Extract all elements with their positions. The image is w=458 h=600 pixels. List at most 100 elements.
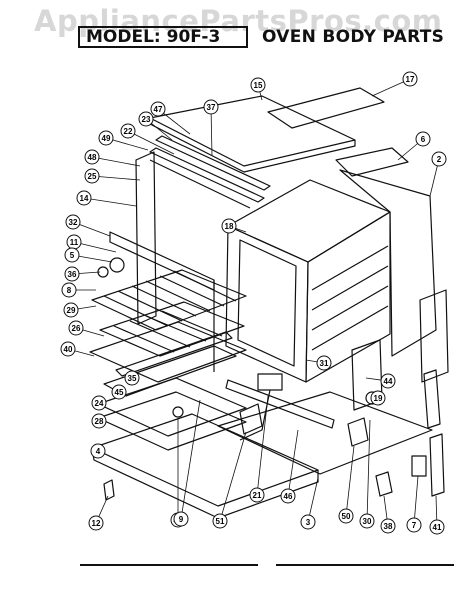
rear-rail: [225, 379, 335, 429]
callout-number: 46: [284, 492, 293, 501]
callout-number: 31: [320, 359, 329, 368]
broiler-pan-insert: [97, 391, 247, 451]
front-frame: [109, 231, 215, 291]
callout-number: 12: [92, 519, 101, 528]
callout-50: 50: [338, 445, 355, 524]
callout-23: 23: [138, 111, 173, 141]
callout-22: 22: [120, 123, 175, 155]
callout-48: 48: [84, 149, 141, 167]
callout-number: 14: [80, 194, 89, 203]
footer-rule-right: [276, 564, 454, 566]
callout-number: 30: [363, 517, 372, 526]
callout-bubble: [250, 77, 266, 93]
callout-45: 45: [111, 384, 127, 400]
callout-bubble: [91, 413, 107, 429]
callout-number: 22: [124, 127, 133, 136]
callout-bubble: [64, 247, 80, 263]
cavity-rib-3: [311, 285, 389, 331]
callout-49: 49: [98, 130, 149, 151]
trim-strip-lower: [149, 147, 265, 203]
callout-19: 19: [370, 390, 386, 406]
callout-leader: [413, 475, 419, 526]
callout-number: 35: [128, 374, 137, 383]
callout-46: 46: [280, 429, 299, 504]
callout-number: 21: [253, 491, 262, 500]
callout-21: 21: [249, 395, 269, 503]
callout-number: 5: [70, 251, 75, 260]
oven-cavity-side: [305, 211, 391, 383]
callout-32: 32: [65, 214, 111, 237]
callout-31: 31: [305, 355, 332, 371]
callout-number: 15: [254, 81, 263, 90]
callout-bubble: [150, 101, 166, 117]
callout-4: 4: [90, 443, 106, 459]
callout-bubble: [90, 443, 106, 459]
callout-number: 40: [64, 345, 73, 354]
model-label: MODEL: 90F-3: [86, 27, 221, 47]
callout-bubble: [359, 513, 375, 529]
callout-24: 24: [91, 395, 107, 411]
callout-number: 45: [115, 388, 124, 397]
callout-number: 9: [179, 515, 184, 524]
callout-bubble: [120, 123, 136, 139]
callout-number: 4: [96, 447, 101, 456]
callout-number: 8: [67, 286, 72, 295]
callout-bubble: [84, 149, 100, 165]
oven-wrapper: [339, 169, 437, 357]
rear-bracket: [335, 147, 409, 177]
callout-bubble: [380, 518, 396, 534]
vent-bracket: [267, 87, 385, 129]
igniter-51: [239, 403, 263, 435]
hinge-bracket: [423, 369, 441, 429]
cavity-rib-2: [311, 265, 389, 311]
callout-bubble: [429, 519, 445, 535]
callout-number: 51: [216, 517, 225, 526]
callout-leader: [287, 429, 299, 497]
trim-strip-edge: [149, 159, 251, 209]
callout-number: 18: [225, 222, 234, 231]
callout-bubble: [415, 131, 431, 147]
callout-bubble: [316, 355, 332, 371]
callout-number: 44: [384, 377, 393, 386]
callout-bubble: [64, 266, 80, 282]
callout-bubble: [98, 130, 114, 146]
top-panel: [149, 95, 356, 167]
callout-bubble: [88, 515, 104, 531]
callout-bubble: [76, 190, 92, 206]
callout-number: 19: [374, 394, 383, 403]
callout-bubble: [68, 320, 84, 336]
callout-bubble: [91, 395, 107, 411]
side-bracket-upper: [419, 289, 449, 383]
callout-number: 37: [207, 103, 216, 112]
callout-number: 48: [88, 153, 97, 162]
callout-layer: 1517374723224948251432115368292640354524…: [60, 71, 447, 535]
callout-35: 35: [124, 370, 140, 386]
callout-bubble: [370, 390, 386, 406]
callout-2: 2: [429, 151, 447, 197]
callout-bubble: [221, 218, 237, 234]
callout-29: 29: [63, 302, 97, 318]
hinge-part-41: [429, 433, 445, 497]
valve-50: [347, 417, 369, 447]
callout-15: 15: [250, 77, 266, 101]
cavity-rib-1: [311, 245, 389, 291]
callout-17: 17: [371, 71, 418, 97]
cavity-inner: [237, 239, 297, 367]
callout-bubble: [431, 151, 447, 167]
callout-number: 47: [154, 105, 163, 114]
clip-12: [103, 479, 115, 501]
callout-bubble: [84, 168, 100, 184]
model-title: MODEL: 90F-3: [78, 26, 248, 48]
burner-body: [257, 373, 283, 391]
callout-number: 25: [88, 172, 97, 181]
callout-9: 9: [173, 399, 201, 527]
burner-tube: [115, 331, 233, 377]
callout-38: 38: [380, 495, 396, 534]
watermark: AppliancePartsPros.com: [34, 4, 443, 38]
callout-47: 47: [150, 101, 191, 135]
footer-rule-left: [80, 564, 258, 566]
callout-25: 25: [84, 168, 141, 184]
callout-number: 50: [342, 512, 351, 521]
